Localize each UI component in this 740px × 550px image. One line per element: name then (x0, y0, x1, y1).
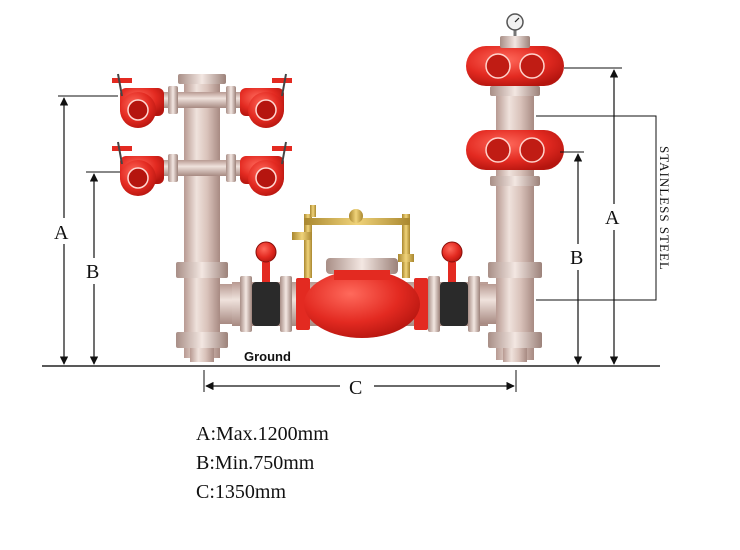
bottom-dimension-c: C (203, 370, 517, 400)
svg-text:B: B (570, 247, 583, 269)
dimension-legend: A:Max.1200mm B:Min.750mm C:1350mm (196, 420, 329, 507)
ground-label: Ground (244, 349, 291, 364)
left-dimension-b: B (80, 171, 120, 365)
svg-text:B: B (86, 261, 99, 283)
legend-a: A:Max.1200mm (196, 423, 329, 445)
right-dimension-b: B (560, 151, 592, 365)
right-elbow (480, 284, 500, 324)
legend-c: C:1350mm (196, 481, 287, 503)
legend-b: B:Min.750mm (196, 452, 315, 474)
left-inlet-valve-top-left (112, 73, 164, 128)
svg-text:C: C (349, 377, 362, 399)
svg-text:STAINLESS STEEL: STAINLESS STEEL (657, 146, 672, 271)
left-inlet-valve-bottom-left (112, 141, 164, 196)
left-standpipe (162, 74, 242, 362)
horizontal-main-line (232, 205, 488, 338)
svg-text:A: A (605, 207, 620, 229)
pressure-gauge-icon (506, 13, 524, 36)
svg-text:A: A (54, 222, 69, 244)
right-standpipe (488, 60, 542, 362)
right-outlet-head-top (466, 36, 564, 86)
left-inlet-valve-bottom-right (240, 141, 292, 196)
right-outlet-head-bottom (466, 130, 564, 170)
stainless-steel-callout: STAINLESS STEEL (536, 115, 672, 301)
right-dimension-a: A (564, 67, 628, 365)
left-dimension-a: A (50, 95, 118, 365)
left-inlet-valve-top-right (240, 73, 292, 128)
